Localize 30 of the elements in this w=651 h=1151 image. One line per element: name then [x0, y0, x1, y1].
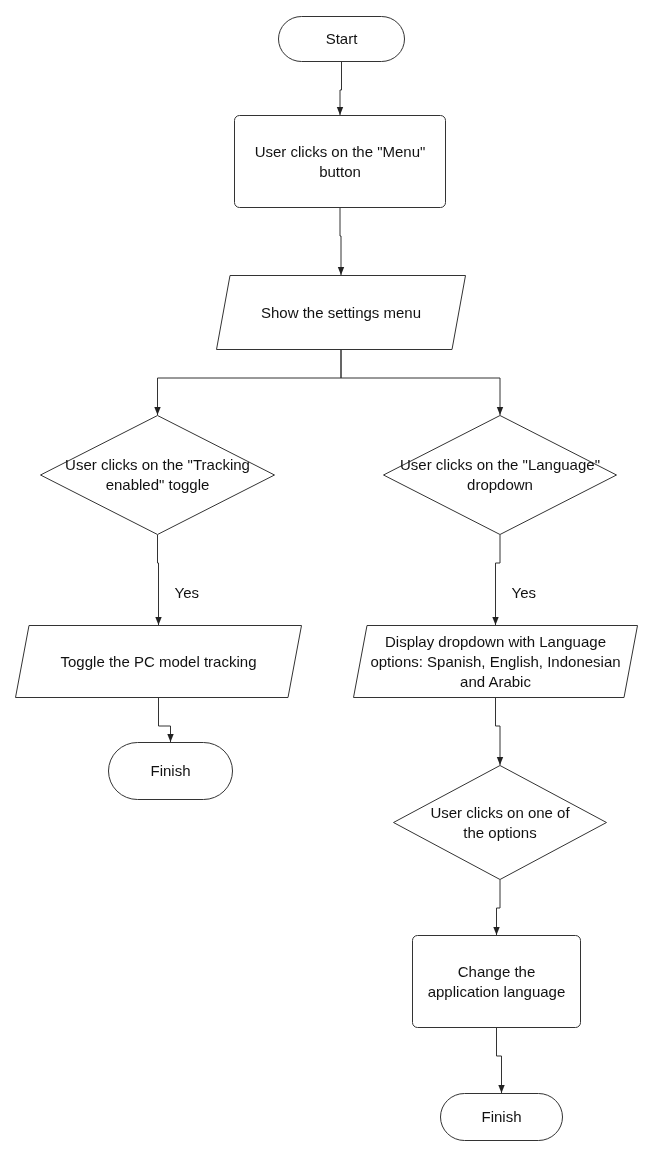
arrow: [155, 534, 162, 626]
arrow: [158, 697, 174, 743]
decision-diamond: [383, 415, 617, 535]
node-label: User clicks on one of the options: [429, 802, 571, 843]
arrow: [337, 207, 345, 276]
arrow: [496, 1027, 505, 1094]
node-label: User clicks on the "Tracking enabled" toggle: [64, 455, 251, 495]
terminator-shape: [440, 1093, 563, 1141]
node-label: Change the application language: [426, 961, 567, 1002]
process-box: [234, 115, 446, 208]
terminator-shape: [278, 16, 405, 62]
process-box: [412, 935, 581, 1028]
decision-diamond: [393, 765, 607, 880]
input-output-shape: [216, 275, 466, 350]
decision-diamond: [40, 415, 275, 535]
arrow: [495, 697, 504, 766]
input-output-shape: [353, 625, 638, 698]
node-label: Finish: [481, 1107, 522, 1127]
node-label: Start: [325, 29, 358, 49]
node-label: Finish: [150, 761, 191, 781]
arrow: [340, 349, 504, 416]
node-label: User clicks on the "Menu" button: [253, 141, 427, 182]
arrow: [493, 879, 501, 936]
node-label: Show the settings menu: [260, 302, 422, 323]
arrow: [336, 61, 344, 116]
arrow: [492, 534, 501, 626]
node-label: Toggle the PC model tracking: [60, 651, 257, 672]
node-label: Display dropdown with Language options: Spanish, English, Indonesian and Arabic: [369, 631, 622, 692]
node-label: User clicks on the "Language" dropdown: [399, 455, 601, 495]
input-output-shape: [15, 625, 302, 698]
